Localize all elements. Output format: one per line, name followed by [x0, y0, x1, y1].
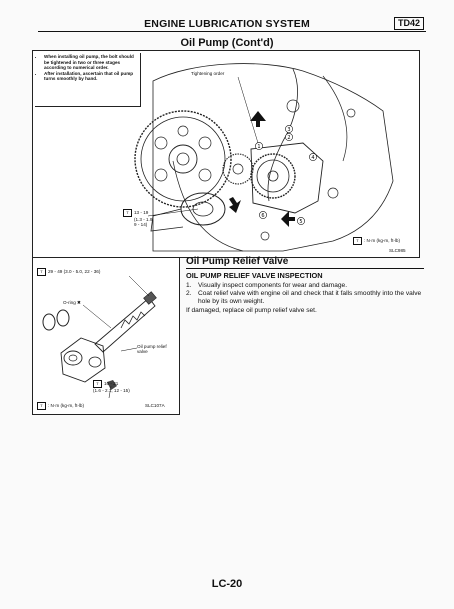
figure-code-top: SLC985 [389, 248, 406, 253]
tightening-order-label: Tightening order [191, 71, 225, 76]
installation-notes: When installing oil pump, the bolt shoul… [35, 53, 141, 107]
list-item: 2. Coat relief valve with engine oil and… [186, 290, 422, 306]
closing-instruction: If damaged, replace oil pump relief valv… [186, 306, 317, 314]
header-title: ENGINE LUBRICATION SYSTEM [144, 18, 310, 30]
figure-code-left: SLC107A [145, 403, 165, 408]
bolt-number: 2 [287, 135, 290, 141]
bolt-number: 1 [257, 144, 260, 150]
list-item: 1. Visually inspect components for wear … [186, 282, 348, 289]
oil-pump-installation-figure: 1 2 3 4 5 6 When installing oil pump, th… [32, 50, 420, 258]
relief-valve-illustration [42, 275, 157, 399]
torque-wrench-icon: T [93, 380, 102, 388]
replace-part-icon: ✖ [77, 300, 81, 305]
page-number: LC-20 [211, 578, 243, 590]
torque-wrench-icon: T [123, 209, 132, 217]
section-title: Oil Pump (Cont'd) [180, 37, 274, 49]
relief-valve-label: Oil pump relief valve [137, 344, 167, 355]
note-item: After installation, ascertain that oil p… [44, 71, 138, 82]
torque-wrench-icon: T [353, 237, 362, 245]
inspection-steps: 1. Visually inspect components for wear … [186, 282, 424, 307]
note-item: When installing oil pump, the bolt shoul… [44, 54, 138, 71]
relief-valve-section: Oil Pump Relief Valve OIL PUMP RELIEF VA… [186, 256, 424, 315]
relief-valve-heading: Oil Pump Relief Valve [186, 256, 424, 269]
bolt-number: 3 [287, 127, 290, 133]
inspection-subheading: OIL PUMP RELIEF VALVE INSPECTION [186, 271, 323, 280]
header-rule [38, 31, 426, 32]
bolt-number: 6 [261, 213, 264, 219]
model-badge: TD42 [394, 17, 425, 30]
torque-units-top: T: N·m (kg-m, ft-lb) [353, 237, 400, 245]
bolt-number: 5 [299, 219, 302, 225]
torque-wrench-icon: T [37, 268, 46, 276]
bolt-number: 4 [311, 155, 314, 161]
oring-label: O-ring ✖ [63, 300, 81, 305]
oil-pump-illustration: 1 2 3 4 5 6 [134, 63, 394, 252]
torque-wrench-icon: T [37, 402, 46, 410]
torque-units-left: T: N·m (kg-m, ft-lb) [37, 402, 84, 410]
